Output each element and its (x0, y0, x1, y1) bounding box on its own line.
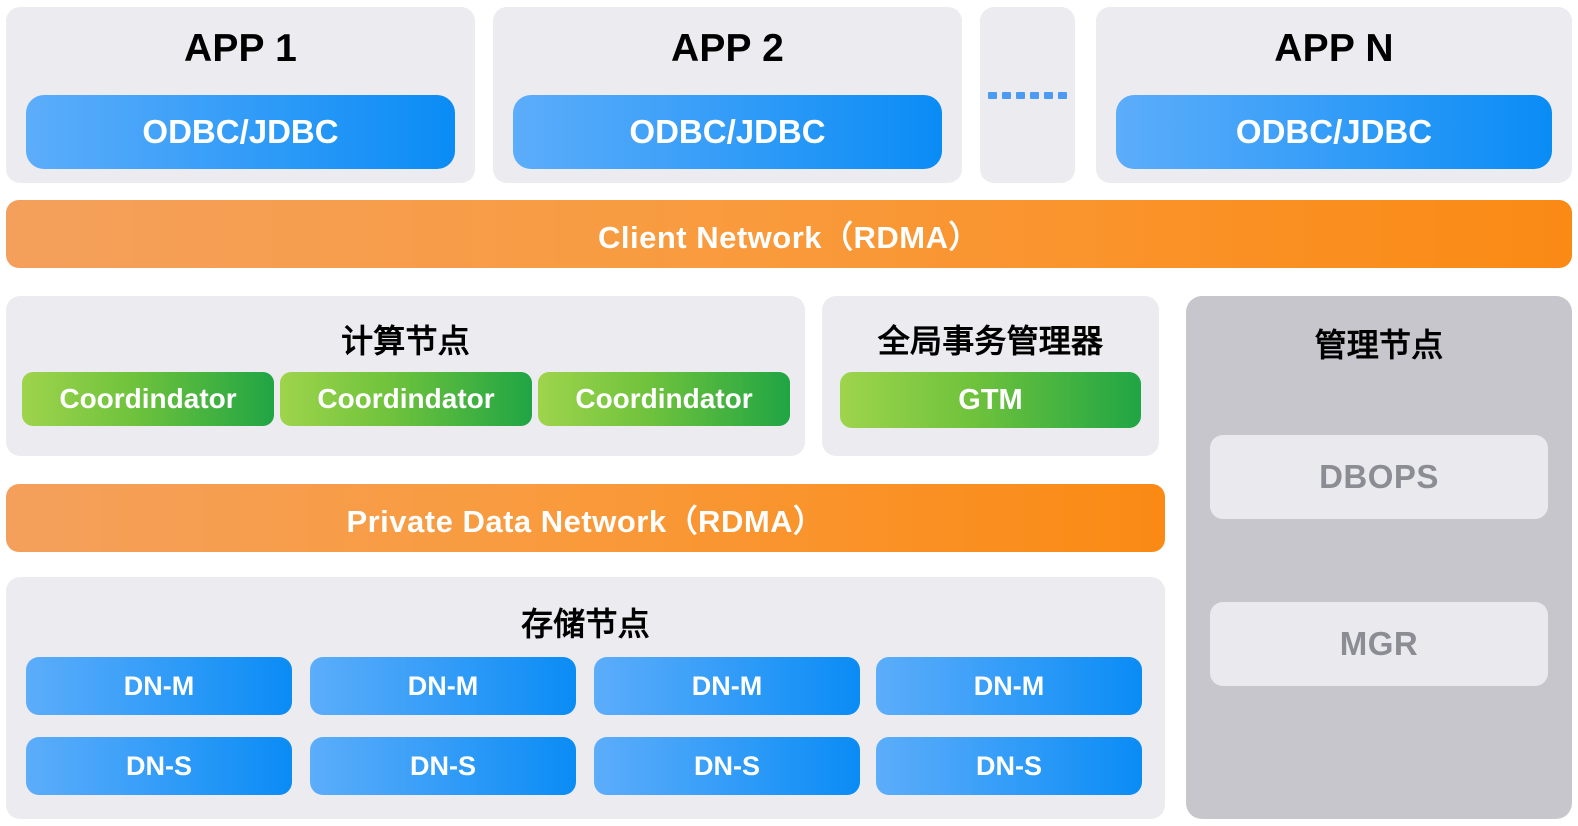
dn-master-pill-4[interactable]: DN-M (876, 657, 1142, 715)
app-panel-n[interactable]: APP N ODBC/JDBC (1096, 7, 1572, 183)
coordinator-pill-1[interactable]: Coordindator (22, 372, 274, 426)
dn-slave-pill-3[interactable]: DN-S (594, 737, 860, 795)
coordinator-pill-2[interactable]: Coordindator (280, 372, 532, 426)
ellipsis-icon (988, 91, 1067, 99)
app-panel-2[interactable]: APP 2 ODBC/JDBC (493, 7, 962, 183)
gtm-node-panel[interactable]: 全局事务管理器 GTM (822, 296, 1159, 456)
compute-node-title: 计算节点 (341, 323, 470, 359)
management-node-panel[interactable]: 管理节点 DBOPS MGR (1186, 296, 1572, 819)
dn-slave-pill-4[interactable]: DN-S (876, 737, 1142, 795)
app-title-n: APP N (1274, 27, 1394, 70)
storage-node-title: 存储节点 (521, 606, 650, 642)
coordinator-pill-3[interactable]: Coordindator (538, 372, 790, 426)
compute-node-panel[interactable]: 计算节点 Coordindator Coordindator Coordinda… (6, 296, 805, 456)
mgr-card[interactable]: MGR (1210, 602, 1548, 686)
dn-master-pill-1[interactable]: DN-M (26, 657, 292, 715)
odbc-jdbc-pill-2[interactable]: ODBC/JDBC (513, 95, 942, 169)
odbc-jdbc-pill-1[interactable]: ODBC/JDBC (26, 95, 455, 169)
dn-master-pill-3[interactable]: DN-M (594, 657, 860, 715)
gtm-pill[interactable]: GTM (840, 372, 1141, 428)
private-data-network-band: Private Data Network（RDMA） (6, 484, 1165, 552)
storage-node-panel[interactable]: 存储节点 DN-M DN-M DN-M DN-M DN-S DN-S DN-S … (6, 577, 1165, 819)
dn-slave-pill-1[interactable]: DN-S (26, 737, 292, 795)
management-node-title: 管理节点 (1314, 327, 1444, 363)
app-title-1: APP 1 (183, 27, 297, 70)
apps-ellipsis-panel (980, 7, 1075, 183)
app-title-2: APP 2 (670, 27, 784, 70)
app-panel-1[interactable]: APP 1 ODBC/JDBC (6, 7, 475, 183)
dn-master-pill-2[interactable]: DN-M (310, 657, 576, 715)
client-network-band: Client Network（RDMA） (6, 200, 1572, 268)
dn-slave-pill-2[interactable]: DN-S (310, 737, 576, 795)
odbc-jdbc-pill-n[interactable]: ODBC/JDBC (1116, 95, 1552, 169)
gtm-node-title: 全局事务管理器 (877, 323, 1104, 359)
dbops-card[interactable]: DBOPS (1210, 435, 1548, 519)
